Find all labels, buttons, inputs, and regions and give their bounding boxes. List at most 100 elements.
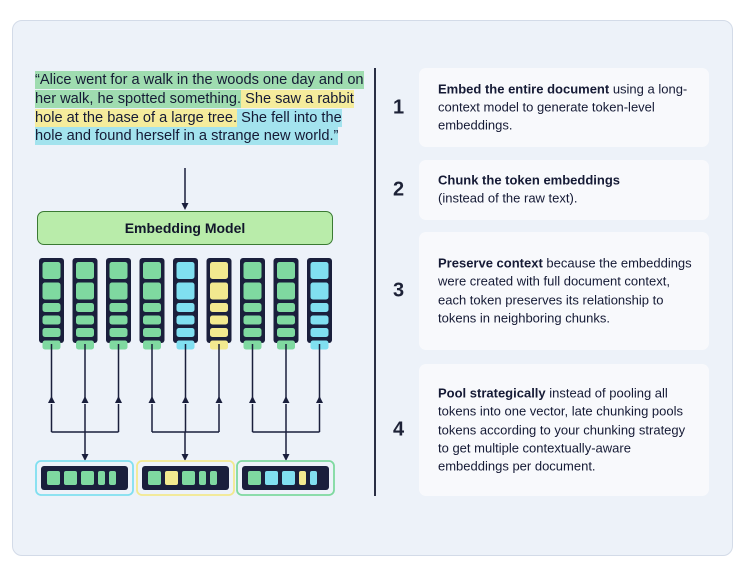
step-number-2: 2 bbox=[393, 178, 405, 201]
step-title-2: Chunk the token embeddings bbox=[438, 172, 621, 188]
token-cell-4-2 bbox=[143, 282, 161, 300]
column-arrowhead-1 bbox=[48, 396, 55, 403]
token-cell-6-4 bbox=[210, 315, 228, 325]
token-cell-1-2 bbox=[42, 282, 61, 300]
token-cell-9-3 bbox=[310, 303, 329, 312]
step-text-1: Embed the entire document using a long-c… bbox=[438, 80, 695, 135]
token-cell-2-1 bbox=[76, 262, 94, 279]
step-title-3: Preserve context bbox=[438, 255, 543, 271]
token-cell-6-2 bbox=[210, 282, 228, 300]
column-arrowhead-6 bbox=[215, 396, 223, 403]
token-cell-3-4 bbox=[109, 315, 128, 325]
column-arrowhead-5 bbox=[182, 396, 189, 403]
embedding-model-label: Embedding Model bbox=[124, 220, 246, 236]
token-cell-4-4 bbox=[143, 315, 161, 325]
step-title-1: Embed the entire document bbox=[438, 81, 610, 97]
step-number-4: 4 bbox=[393, 418, 405, 441]
token-cell-5-1 bbox=[176, 262, 195, 279]
token-cell-9-1 bbox=[310, 262, 329, 279]
token-cell-8-5 bbox=[277, 328, 295, 337]
pooled-cell-2-3 bbox=[182, 471, 195, 485]
token-cell-9-4 bbox=[310, 315, 329, 325]
step-card-2: 2 Chunk the token embeddings (instead of… bbox=[393, 160, 709, 220]
token-cell-3-5 bbox=[109, 328, 128, 337]
vertical-divider bbox=[374, 68, 376, 496]
pooled-cell-1-2 bbox=[64, 471, 77, 485]
pooled-cell-3-5 bbox=[310, 471, 317, 485]
column-arrowhead-7 bbox=[249, 396, 256, 403]
pooled-cell-1-5 bbox=[109, 471, 116, 485]
token-cell-7-5 bbox=[243, 328, 262, 337]
column-arrowhead-4 bbox=[148, 396, 156, 403]
pooled-cell-1-3 bbox=[81, 471, 94, 485]
token-cell-8-1 bbox=[277, 262, 295, 279]
token-cell-5-4 bbox=[176, 315, 195, 325]
token-cell-5-3 bbox=[176, 303, 195, 312]
token-cell-2-4 bbox=[76, 315, 94, 325]
pooled-cell-3-1 bbox=[248, 471, 261, 485]
pooled-chunk-border-2 bbox=[136, 460, 235, 496]
step-body-4: instead of pooling all tokens into one v… bbox=[438, 385, 686, 474]
column-arrowhead-2 bbox=[81, 396, 89, 403]
pooled-cell-3-2 bbox=[265, 471, 278, 485]
step-title-4: Pool strategically bbox=[438, 385, 546, 401]
token-cell-6-5 bbox=[210, 328, 228, 337]
text-to-model-arrowhead bbox=[181, 203, 189, 210]
pool-arrowhead-2 bbox=[181, 454, 189, 461]
column-arrowhead-3 bbox=[115, 396, 122, 403]
token-cell-8-4 bbox=[277, 315, 295, 325]
token-cell-2-5 bbox=[76, 328, 94, 337]
embedding-model-box: Embedding Model bbox=[37, 211, 333, 245]
step-body-3: because the embeddings were created with… bbox=[438, 255, 692, 326]
token-cell-5-5 bbox=[176, 328, 195, 337]
step-text-2: Chunk the token embeddings (instead of t… bbox=[438, 172, 695, 209]
pooled-cell-1-1 bbox=[47, 471, 60, 485]
pool-arrowhead-1 bbox=[81, 454, 89, 461]
token-cell-2-3 bbox=[76, 303, 94, 312]
pooled-cell-3-4 bbox=[299, 471, 306, 485]
token-cell-8-3 bbox=[277, 303, 295, 312]
step-card-4: 4 Pool strategically instead of pooling … bbox=[393, 364, 709, 496]
token-cell-1-3 bbox=[42, 303, 61, 312]
token-cell-5-2 bbox=[176, 282, 195, 300]
token-cell-1-4 bbox=[42, 315, 61, 325]
pooled-cell-3-3 bbox=[282, 471, 295, 485]
token-cell-1-1 bbox=[42, 262, 61, 279]
quote-segment-1: “Alice went for a walk in the woods one … bbox=[35, 71, 364, 108]
token-cell-6-1 bbox=[210, 262, 228, 279]
token-cell-7-2 bbox=[243, 282, 262, 300]
token-cell-7-4 bbox=[243, 315, 262, 325]
pooled-cell-2-4 bbox=[199, 471, 206, 485]
token-cell-4-1 bbox=[143, 262, 161, 279]
step-number-1: 1 bbox=[393, 96, 405, 118]
token-cell-3-2 bbox=[109, 282, 128, 300]
pooled-cell-2-1 bbox=[148, 471, 161, 485]
step-body-1: using a long-context model to generate t… bbox=[438, 81, 688, 133]
step-card-1: 1 Embed the entire document using a long… bbox=[393, 68, 709, 147]
step-text-3: Preserve context because the embeddings … bbox=[438, 254, 695, 327]
pooled-chunk-border-1 bbox=[35, 460, 134, 496]
pooled-chunk-border-3 bbox=[236, 460, 335, 496]
step-number-3: 3 bbox=[393, 279, 405, 302]
token-cell-7-3 bbox=[243, 303, 262, 312]
pooled-cell-2-2 bbox=[165, 471, 178, 485]
step-text-4: Pool strategically instead of pooling al… bbox=[438, 384, 695, 475]
token-cell-9-5 bbox=[310, 328, 329, 337]
pool-arrowhead-3 bbox=[282, 454, 290, 461]
token-cell-4-3 bbox=[143, 303, 161, 312]
example-text: “Alice went for a walk in the woods one … bbox=[35, 71, 365, 146]
step-card-3: 3 Preserve context because the embedding… bbox=[393, 232, 709, 350]
token-cell-3-1 bbox=[109, 262, 128, 279]
column-arrowhead-9 bbox=[316, 396, 323, 403]
pooled-cell-1-4 bbox=[98, 471, 105, 485]
column-arrowhead-8 bbox=[282, 396, 290, 403]
step-body-2: (instead of the raw text). bbox=[438, 191, 578, 206]
pooled-cell-2-5 bbox=[210, 471, 217, 485]
token-cell-8-2 bbox=[277, 282, 295, 300]
token-cell-6-3 bbox=[210, 303, 228, 312]
token-cell-3-3 bbox=[109, 303, 128, 312]
token-cell-2-2 bbox=[76, 282, 94, 300]
token-cell-1-5 bbox=[42, 328, 61, 337]
token-cell-7-1 bbox=[243, 262, 262, 279]
